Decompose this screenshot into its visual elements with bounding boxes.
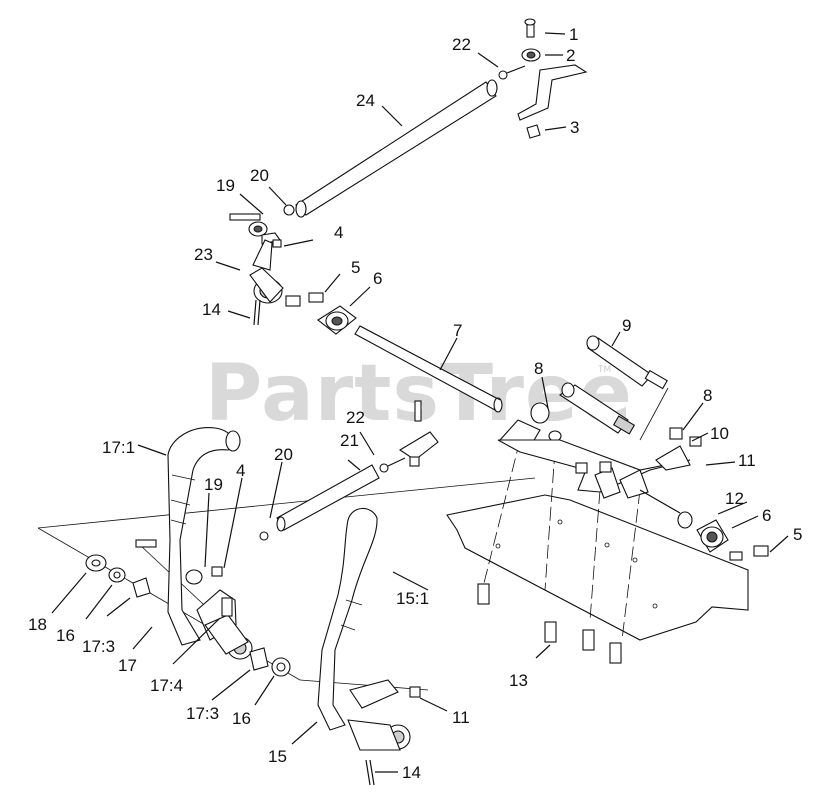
bolts-near-flange [285, 292, 324, 307]
part-24-upper-rod [295, 65, 526, 218]
callout-4-lower: 4 [236, 461, 245, 480]
callout-17-1: 17:1 [102, 438, 135, 457]
callout-9: 9 [622, 316, 631, 335]
callout-20-upper: 20 [250, 166, 269, 185]
part-2-bracket-assembly [517, 18, 588, 139]
washers-and-bushings [85, 554, 291, 677]
callout-labels: 1 2 3 22 24 20 19 4 23 14 5 6 7 9 8 8 10… [28, 25, 802, 782]
callout-14-upper: 14 [202, 300, 221, 319]
part-21-lower-rod [259, 400, 439, 541]
callout-14-lower: 14 [402, 763, 421, 782]
watermark-trademark: TM [597, 365, 611, 375]
part-6-lower-bearing [696, 519, 729, 553]
callout-17-3-right: 17:3 [186, 704, 219, 723]
deck-plate [446, 494, 749, 641]
callout-5-lower: 5 [793, 525, 802, 544]
callout-4-upper: 4 [334, 223, 343, 242]
callout-22-upper: 22 [452, 35, 471, 54]
callout-2: 2 [566, 46, 575, 65]
callout-6-lower: 6 [762, 506, 771, 525]
callout-3: 3 [570, 118, 579, 137]
callout-10: 10 [710, 424, 729, 443]
callout-8-left: 8 [534, 359, 543, 378]
callout-16-right: 16 [232, 709, 251, 728]
callout-17-4: 17:4 [150, 676, 183, 695]
part-7-main-shaft [354, 325, 503, 413]
part-12-spacer [639, 489, 693, 529]
callout-leaders [51, 32, 789, 773]
part-15-right-pedal [317, 507, 421, 786]
part-6-flange-bearing [317, 305, 357, 335]
callout-15: 15 [268, 747, 287, 766]
part-19-rod-end [229, 204, 295, 248]
callout-22-lower: 22 [346, 408, 365, 427]
part-13-bolts [477, 583, 622, 664]
callout-11-right: 11 [738, 451, 756, 470]
callout-21: 21 [340, 431, 359, 450]
callout-17-3-left: 17:3 [82, 637, 115, 656]
part-17-left-arm [135, 539, 253, 660]
callout-24: 24 [356, 91, 375, 110]
part-17-1-left-pedal [167, 427, 241, 646]
part-5-bolt-lower [729, 545, 769, 561]
callout-8-right: 8 [703, 386, 712, 405]
callout-19-lower: 19 [204, 475, 223, 494]
callout-5-upper: 5 [351, 258, 360, 277]
callout-18: 18 [28, 615, 47, 634]
callout-6-upper: 6 [373, 269, 382, 288]
callout-1: 1 [569, 25, 578, 44]
part-9-actuator [559, 335, 669, 441]
callout-23: 23 [194, 245, 213, 264]
callout-12: 12 [725, 489, 744, 508]
callout-20-lower: 20 [274, 445, 293, 464]
callout-17: 17 [118, 656, 137, 675]
part-23-pivot-arm [249, 239, 284, 326]
callout-11-lower: 11 [452, 708, 470, 727]
callout-16-left: 16 [56, 626, 75, 645]
callout-19-upper: 19 [216, 176, 235, 195]
callout-7: 7 [453, 321, 462, 340]
callout-15-1: 15:1 [396, 589, 429, 608]
callout-13: 13 [509, 671, 528, 690]
